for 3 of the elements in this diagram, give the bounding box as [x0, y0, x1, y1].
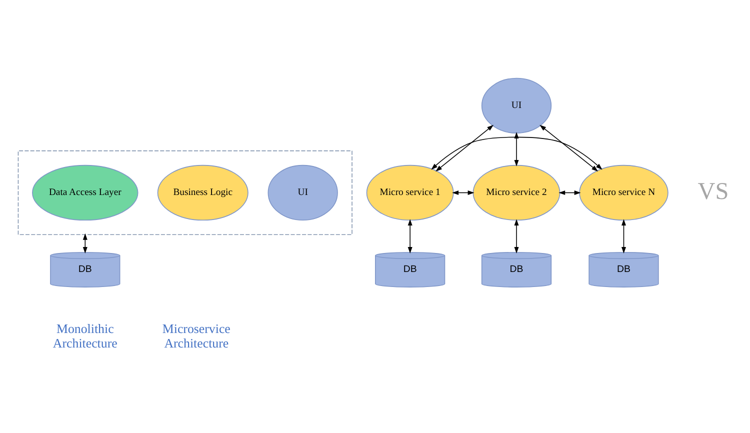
label: VS	[698, 178, 729, 205]
label: Microservice Architecture	[162, 322, 230, 350]
label: Monolithic Architecture	[52, 322, 118, 350]
